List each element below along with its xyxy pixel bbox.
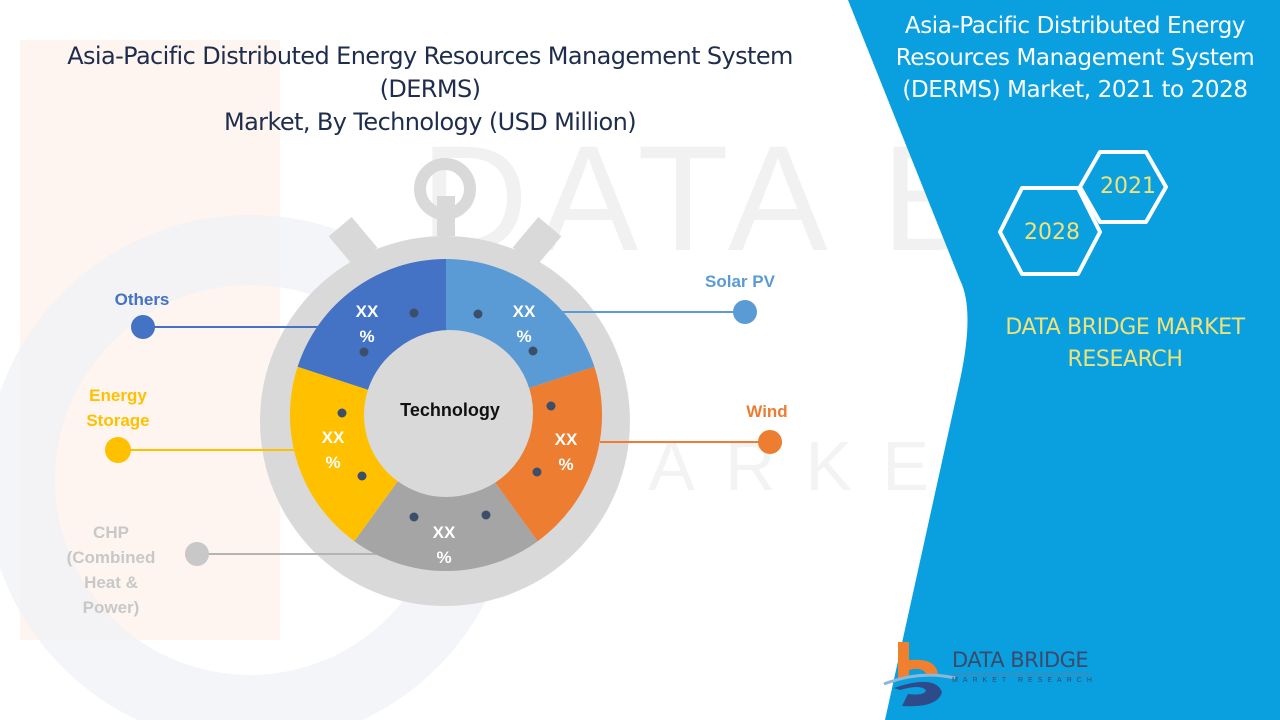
donut-center [367,330,533,496]
legend-marker-chp [185,542,209,566]
chart-title-line-2: Market, By Technology (USD Million) [223,108,637,136]
stopwatch-stem [437,196,455,236]
brand-line-2: RESEARCH [1067,347,1183,372]
segment-value-chp: XX% [432,523,456,567]
logo-name: DATA BRIDGE [952,648,1089,672]
panel-title-line-3: (DERMS) Market, 2021 to 2028 [902,77,1248,103]
segment-dots [337,308,556,522]
panel-title-line-2: Resources Management System [895,45,1255,71]
panel-title-line-1: Asia-Pacific Distributed Energy [904,13,1246,39]
panel-title: Asia-Pacific Distributed Energy Resource… [880,10,1270,106]
segment-others [297,259,446,390]
hex-year-2028: 2028 [1024,220,1080,245]
segment-value-others: XX% [355,302,379,346]
segment-chp [354,481,538,571]
brand-line-1: DATA BRIDGE MARKET [1005,315,1245,340]
segment-value-wind: XX% [554,430,578,474]
data-bridge-logo-icon [883,642,1090,707]
segment-value-solar-pv: XX% [512,302,536,346]
brand-text: DATA BRIDGE MARKET RESEARCH [960,312,1280,376]
chart-title-line-1: Asia-Pacific Distributed Energy Resource… [67,42,793,103]
legend-marker-others [131,315,155,339]
chart-title: Asia-Pacific Distributed Energy Resource… [20,40,840,139]
legend-marker-energy-storage [105,437,131,463]
legend-label-others: Others [114,290,170,309]
legend-label-wind: Wind [746,402,788,421]
segment-solar-pv [446,259,595,390]
segment-energy-storage [289,366,398,542]
segment-wind [494,366,603,542]
hex-year-2021: 2021 [1100,174,1156,199]
segment-value-energy-storage: XX% [321,428,345,472]
legend-label-chp: CHP (Combined Heat & Power) [66,523,156,617]
legend-marker-wind [758,430,782,454]
legend-label-energy-storage: Energy Storage [86,386,150,430]
logo-tagline: MARKET RESEARCH [952,677,1097,684]
donut-center-label: Technology [400,400,500,420]
legend-marker-solar-pv [733,300,757,324]
legend-label-solar-pv: Solar PV [705,272,775,291]
hexagon-2028 [998,186,1102,276]
hexagon-2021 [1078,150,1168,224]
